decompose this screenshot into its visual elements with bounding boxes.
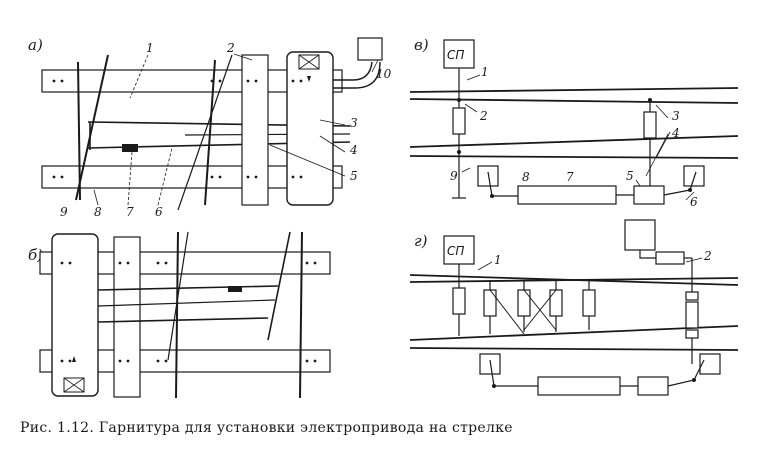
panel-g-letter: г)	[414, 232, 428, 250]
rod-clamp-b	[228, 286, 242, 292]
drive-v	[633, 185, 665, 205]
label-v-2: 2	[479, 109, 488, 123]
junction-box	[357, 37, 383, 61]
point-rail-b-right	[267, 231, 291, 341]
drive-g	[637, 376, 669, 396]
panel-a: а)	[28, 36, 392, 219]
resistor-g	[655, 251, 685, 265]
label-v-8: 8	[522, 170, 530, 184]
rail-v-3	[409, 135, 739, 148]
label-a-5: 5	[350, 169, 358, 183]
insulator-v-3	[643, 111, 657, 139]
long-sleeper-b	[113, 236, 141, 398]
long-sleeper	[241, 54, 269, 206]
stock-rail-right	[204, 59, 216, 206]
track-circuit-box	[443, 39, 475, 69]
rail-v-2	[409, 98, 739, 104]
label-a-6: 6	[155, 205, 163, 219]
label-a-7: 7	[126, 205, 134, 219]
left-junction-g	[479, 353, 501, 375]
label-v-6: 6	[690, 195, 698, 209]
label-a-10: 10	[376, 67, 392, 81]
rail-v-4	[409, 155, 739, 159]
insulator-g-2	[483, 289, 497, 317]
drive-arrow-icon	[307, 76, 311, 82]
panel-g: г) СП	[409, 219, 739, 396]
label-v-4: 4	[671, 126, 680, 140]
label-v-9: 9	[450, 169, 458, 183]
cable-inner	[333, 61, 381, 89]
label-a-1: 1	[146, 41, 154, 55]
working-rod-b	[97, 285, 279, 291]
left-junction-v	[477, 165, 499, 187]
electric-drive	[286, 51, 334, 206]
rail-v-1	[409, 87, 739, 93]
insulator-g-5	[582, 289, 596, 317]
track-circuit-label-g: СП	[447, 244, 464, 258]
sleeper-bottom-b	[39, 349, 331, 373]
figure-caption: Рис. 1.12. Гарнитура для установки элект…	[20, 420, 513, 436]
panel-b-letter: б)	[28, 246, 43, 264]
label-a-3: 3	[350, 116, 358, 130]
stock-rail-b-left	[175, 231, 179, 399]
point-rail-left	[75, 54, 109, 201]
drive-arrow-b-icon	[72, 356, 76, 362]
rail-g-2	[409, 277, 739, 283]
label-v-5: 5	[626, 169, 634, 183]
right-junction-g	[699, 353, 721, 375]
drive-rod-v	[517, 185, 617, 205]
cable-outer	[333, 61, 373, 81]
panel-a-letter: а)	[28, 36, 43, 54]
rail-g-3	[409, 325, 739, 341]
insulator-g-1	[452, 287, 466, 315]
label-a-8: 8	[94, 205, 102, 219]
label-a-9: 9	[60, 205, 68, 219]
drive-rod-g	[537, 376, 621, 396]
point-rail-b-left	[167, 231, 189, 361]
stock-rail-left	[77, 61, 81, 201]
electric-drive-b	[51, 233, 99, 397]
label-v-1: 1	[481, 65, 489, 79]
insulator-g-4	[549, 289, 563, 317]
relay-box-g	[624, 219, 656, 251]
label-a-2: 2	[226, 41, 235, 55]
insulator-g-3	[517, 289, 531, 317]
panel-b: б)	[28, 231, 331, 399]
auxiliary-rod-b	[97, 299, 276, 307]
insulator-g-right	[685, 301, 699, 329]
label-v-3: 3	[672, 109, 680, 123]
track-circuit-box-g	[443, 235, 475, 265]
right-junction-v	[683, 165, 705, 187]
insulator-v-2	[452, 107, 466, 135]
label-a-4: 4	[349, 143, 358, 157]
panel-v: в) СП	[409, 36, 739, 209]
label-g-2: 2	[703, 249, 712, 263]
label-v-7: 7	[566, 170, 574, 184]
track-circuit-label: СП	[447, 48, 464, 62]
panel-v-letter: в)	[414, 36, 429, 54]
control-rod-b	[97, 317, 269, 323]
label-g-1: 1	[494, 253, 502, 267]
point-rail-right	[177, 54, 233, 211]
rail-g-4	[409, 347, 739, 351]
stock-rail-b-right	[299, 231, 303, 399]
rod-clamp	[122, 144, 138, 152]
